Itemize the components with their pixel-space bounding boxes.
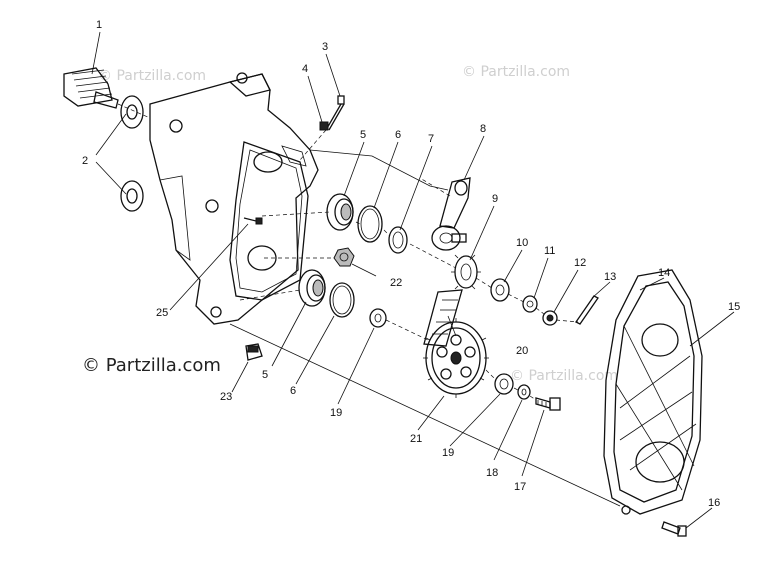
callout-17: 17 <box>514 481 526 493</box>
callout-19-right: 19 <box>442 447 454 459</box>
callout-6-lower: 6 <box>290 385 296 397</box>
part-8-tensioner-arm <box>431 177 471 251</box>
callout-11: 11 <box>544 245 555 257</box>
callout-15: 15 <box>728 301 740 313</box>
callout-7: 7 <box>428 133 434 145</box>
part-19-washer-left <box>369 308 387 328</box>
leader-lines <box>91 31 735 529</box>
callout-3: 3 <box>322 41 328 53</box>
callout-18: 18 <box>486 467 498 479</box>
part-3-bolt <box>325 95 345 131</box>
part-21-large-sprocket <box>423 318 489 398</box>
part-5-bearing-lower <box>298 269 326 307</box>
callout-6-upper: 6 <box>395 129 401 141</box>
chaincase-housing <box>149 72 319 325</box>
callout-23: 23 <box>220 391 232 403</box>
watermark-top-left: © Partzilla.com <box>98 68 206 84</box>
callout-22: 22 <box>390 277 402 289</box>
callout-14: 14 <box>658 267 670 279</box>
callout-9: 9 <box>492 193 498 205</box>
callout-16: 16 <box>708 497 720 509</box>
callout-5-upper: 5 <box>360 129 366 141</box>
part-16-bolt <box>661 521 687 537</box>
part-25-pin <box>243 217 263 225</box>
callout-21: 21 <box>410 433 422 445</box>
part-17-bolt <box>535 397 561 411</box>
part-1-shaft <box>63 67 119 109</box>
callout-2: 2 <box>82 155 88 167</box>
part-7-seal <box>388 226 408 254</box>
callout-10: 10 <box>516 237 528 249</box>
part-5-bearing-upper <box>326 193 354 231</box>
watermark-main: © Partzilla.com <box>82 355 221 376</box>
part-13-cotter-pin <box>575 295 599 325</box>
part-6-oring-upper <box>357 205 383 243</box>
callout-13: 13 <box>604 271 616 283</box>
callout-19-left: 19 <box>330 407 342 419</box>
part-20-chain <box>423 289 463 347</box>
callout-numbers: 1 2 3 4 5 6 7 8 9 10 11 12 13 14 15 16 1… <box>82 19 740 509</box>
part-22-nut <box>333 247 355 267</box>
callout-1: 1 <box>96 19 102 31</box>
part-14-cover <box>603 269 703 515</box>
part-4-nut <box>319 121 329 131</box>
watermark-mid-right: © Partzilla.com <box>510 368 618 384</box>
part-12-nut <box>542 310 558 326</box>
part-19-washer-right <box>494 373 514 395</box>
part-18-washer <box>517 384 531 400</box>
callout-25: 25 <box>156 307 168 319</box>
callout-12: 12 <box>574 257 586 269</box>
part-6-oring-lower <box>329 282 355 318</box>
callout-4: 4 <box>302 63 308 75</box>
part-10-washer <box>490 278 510 302</box>
callout-5-lower: 5 <box>262 369 268 381</box>
assembly-lines <box>117 103 621 507</box>
part-9-sprocket <box>451 254 481 290</box>
watermark-top-right: © Partzilla.com <box>462 64 570 80</box>
part-2-washers <box>120 95 144 212</box>
part-23-plug <box>245 343 263 361</box>
part-11-washer <box>522 295 538 313</box>
callout-8: 8 <box>480 123 486 135</box>
callout-20: 20 <box>516 345 528 357</box>
